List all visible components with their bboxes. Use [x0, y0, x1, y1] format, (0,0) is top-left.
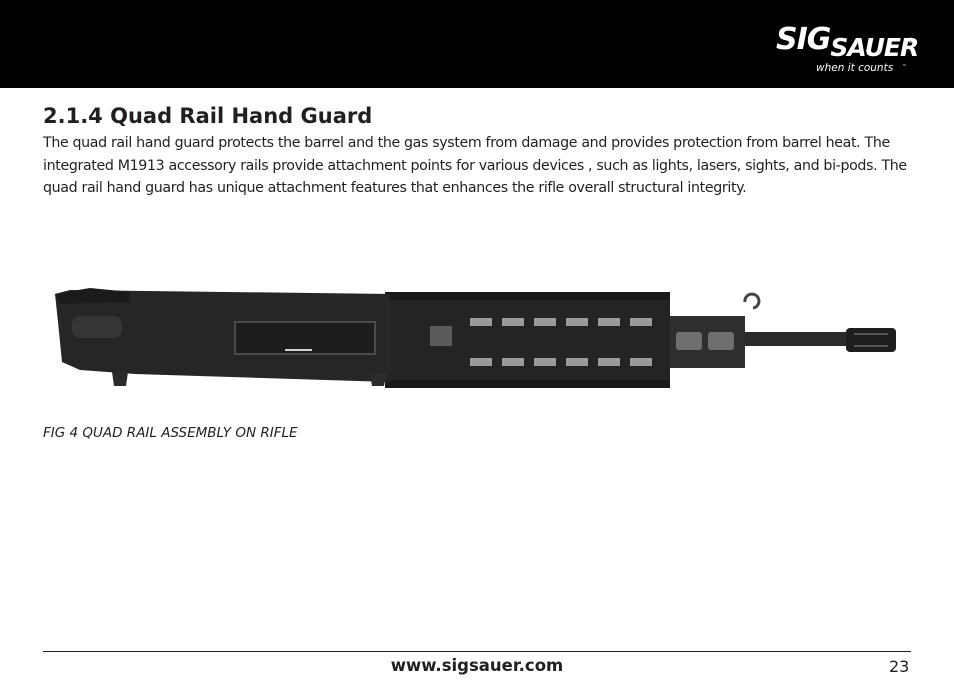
pivot-pin-lug [112, 372, 128, 386]
rail-slot [534, 318, 556, 326]
rail-slot [630, 318, 652, 326]
hand-guard-top-rail [385, 292, 670, 300]
forward-assist [72, 316, 122, 338]
sig-sauer-logo: SIGSAUER ® when it counts ™ [776, 22, 919, 78]
section-paragraph: The quad rail hand guard protects the ba… [43, 135, 907, 196]
rail-slot [598, 358, 620, 366]
logo-wordmark: SIGSAUER [776, 22, 919, 62]
rail-slot [566, 318, 588, 326]
upper-receiver [55, 290, 390, 382]
logo-registered-mark: ® [907, 37, 914, 45]
hand-guard-body [385, 296, 670, 386]
footer-website-link[interactable]: www.sigsauer.com [390, 656, 564, 675]
ejection-port-cover [234, 321, 376, 355]
takedown-pin-lug [370, 374, 386, 386]
logo-tagline: when it counts [816, 62, 894, 74]
section-title: 2.1.4 Quad Rail Hand Guard [43, 104, 373, 128]
rail-slot [566, 358, 588, 366]
rail-slot [470, 358, 492, 366]
logo-sauer-text: SAUER [830, 33, 919, 62]
quad-rail-figure [50, 282, 900, 392]
rail-slot [534, 358, 556, 366]
logo-trademark: ™ [902, 64, 907, 70]
rail-slot [502, 318, 524, 326]
sling-loop [743, 292, 761, 310]
gas-block-plate [708, 332, 734, 350]
barrel [740, 332, 850, 346]
footer-divider [43, 651, 911, 652]
page-header: SIGSAUER ® when it counts ™ [0, 0, 954, 88]
flash-hider [846, 328, 896, 352]
rail-slot [598, 318, 620, 326]
rifle-upper-illustration [55, 288, 896, 388]
rail-slot [502, 358, 524, 366]
rail-slot [470, 318, 492, 326]
rail-slot [630, 358, 652, 366]
hand-guard-bottom-rail [385, 380, 670, 388]
page-number: 23 [889, 657, 910, 676]
figure-caption: FIG 4 QUAD RAIL ASSEMBLY ON RIFLE [43, 425, 298, 441]
logo-sig-text: SIG [776, 22, 831, 57]
charging-handle [55, 288, 130, 304]
hand-guard-window [430, 326, 452, 346]
gas-block-plate [676, 332, 702, 350]
